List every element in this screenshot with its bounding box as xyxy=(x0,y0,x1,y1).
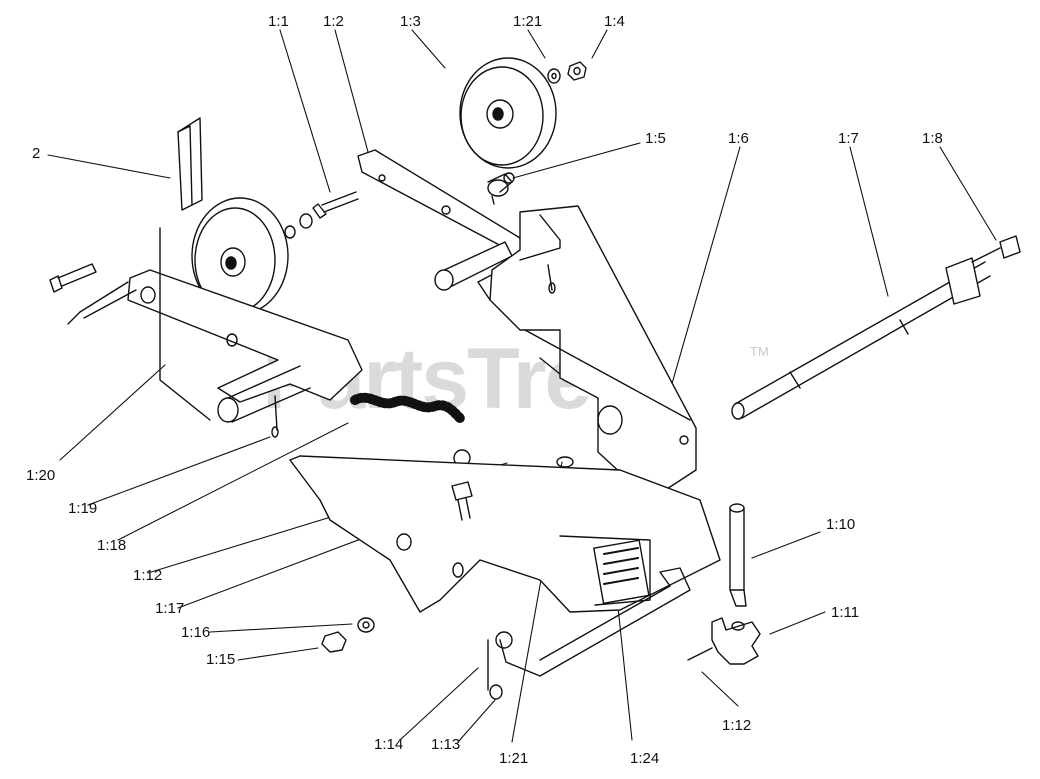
callout-1-14: 1:14 xyxy=(374,736,404,753)
callout-1-17: 1:17 xyxy=(155,600,185,617)
bolt-1-1 xyxy=(284,191,359,239)
left-arm xyxy=(67,227,363,438)
callout-1-5: 1:5 xyxy=(645,130,666,147)
callout-1-21-top: 1:21 xyxy=(513,13,543,30)
spring xyxy=(350,392,471,467)
callout-1-4: 1:4 xyxy=(604,13,625,30)
lower-plate xyxy=(289,455,721,613)
lower-rod xyxy=(487,567,691,700)
control-rod xyxy=(731,257,991,420)
callout-1-1: 1:1 xyxy=(268,13,289,30)
washer-nut-lower xyxy=(321,617,375,653)
callout-1-10: 1:10 xyxy=(826,516,856,533)
callout-1-6: 1:6 xyxy=(728,130,749,147)
upper-idler-arm xyxy=(357,149,523,301)
left-pulley xyxy=(191,197,289,315)
callout-1-3: 1:3 xyxy=(400,13,421,30)
callout-1-24: 1:24 xyxy=(630,750,660,767)
bolt-1-12-left xyxy=(451,481,473,521)
callout-1-18: 1:18 xyxy=(97,537,127,554)
callout-1-2: 1:2 xyxy=(323,13,344,30)
callout-1-13: 1:13 xyxy=(431,736,461,753)
adjust-knob xyxy=(687,503,761,665)
callout-1-12-left: 1:12 xyxy=(133,567,163,584)
top-hardware xyxy=(547,61,587,84)
top-pulley xyxy=(459,57,557,169)
callout-1-12-right: 1:12 xyxy=(722,717,752,734)
callout-1-15: 1:15 xyxy=(206,651,236,668)
left-bolt xyxy=(49,263,97,293)
callout-2: 2 xyxy=(32,145,41,162)
callout-1-19: 1:19 xyxy=(68,500,98,517)
watermark-trademark: TM xyxy=(750,344,769,359)
callout-1-21-bottom: 1:21 xyxy=(499,750,529,767)
callout-1-20: 1:20 xyxy=(26,467,56,484)
callout-1-16: 1:16 xyxy=(181,624,211,641)
main-bracket xyxy=(489,205,697,501)
part-2-bracket xyxy=(177,117,203,211)
pin-1-5 xyxy=(487,172,515,205)
callout-1-7: 1:7 xyxy=(838,130,859,147)
bolt-1-8 xyxy=(971,235,1021,263)
callout-1-11: 1:11 xyxy=(831,604,860,621)
callout-1-8: 1:8 xyxy=(922,130,943,147)
